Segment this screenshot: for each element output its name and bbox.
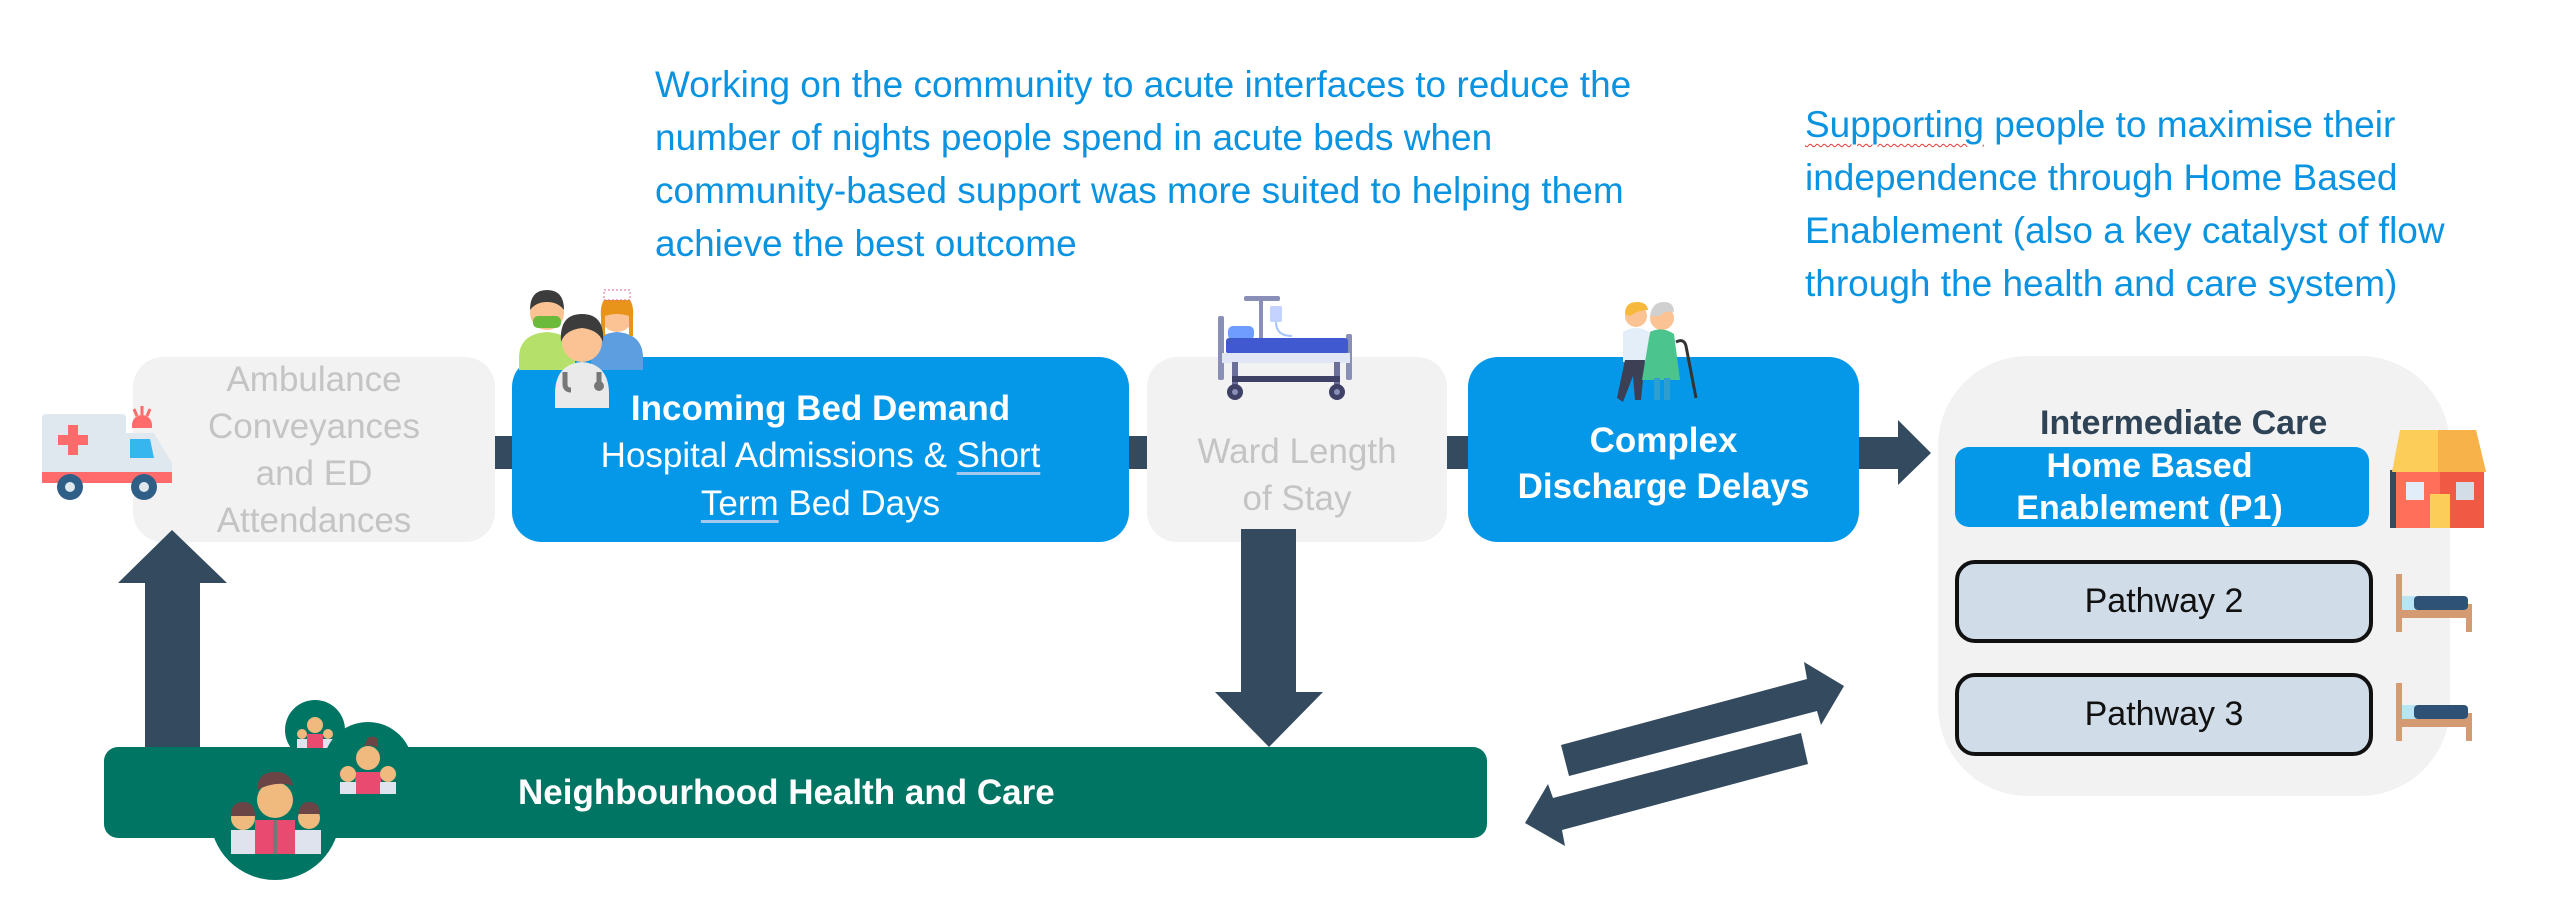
spellcheck-word[interactable]: Supporting bbox=[1805, 104, 1984, 145]
complex-discharge-delays-box[interactable]: Complex Discharge Delays bbox=[1468, 357, 1859, 542]
box-subtitle-line: Hospital Admissions & Short bbox=[601, 432, 1041, 480]
blurb-line: independence through Home Based bbox=[1805, 157, 2398, 198]
incoming-bed-demand-box[interactable]: Incoming Bed Demand Hospital Admissions … bbox=[512, 357, 1129, 542]
box-line: Ambulance bbox=[226, 359, 402, 399]
box-line: Complex bbox=[1589, 420, 1738, 460]
ambulance-conveyances-box[interactable]: Ambulance Conveyances and ED Attendances bbox=[133, 357, 495, 542]
ambulance-icon bbox=[42, 406, 172, 500]
carer-elderly-icon bbox=[1617, 302, 1698, 402]
box-line: Enablement (P1) bbox=[2016, 489, 2283, 527]
box-line: and ED bbox=[255, 453, 373, 493]
home-based-enablement-box[interactable]: Home Based Enablement (P1) bbox=[1955, 447, 2369, 527]
independence-blurb: Supporting people to maximise their inde… bbox=[1805, 98, 2525, 310]
box-line: Ward Length bbox=[1197, 431, 1397, 471]
underlined-text: Short bbox=[956, 435, 1041, 475]
arrow-ward-to-neighbourhood bbox=[1215, 529, 1323, 747]
underlined-text: Term bbox=[700, 483, 779, 523]
box-subtitle-line: Term Bed Days bbox=[701, 480, 940, 528]
box-line: Discharge Delays bbox=[1517, 466, 1810, 506]
neighbourhood-label: Neighbourhood Health and Care bbox=[518, 772, 1055, 812]
acute-interface-blurb: Working on the community to acute interf… bbox=[655, 58, 1755, 270]
box-title: Incoming Bed Demand bbox=[630, 388, 1011, 428]
blurb-line: number of nights people spend in acute b… bbox=[655, 117, 1493, 158]
blurb-line: Working on the community to acute interf… bbox=[655, 64, 1632, 105]
blurb-line: through the health and care system) bbox=[1805, 263, 2398, 304]
box-line: of Stay bbox=[1242, 478, 1352, 518]
community-group-medium bbox=[323, 722, 413, 812]
box-text: Bed Days bbox=[778, 483, 941, 523]
pathway-label: Pathway 2 bbox=[2084, 582, 2244, 620]
house-icon bbox=[2390, 430, 2486, 528]
arrow-to-intermediate-care bbox=[1859, 420, 1931, 485]
blurb-text: people to maximise their bbox=[1983, 104, 2396, 145]
pathway-3-box[interactable]: Pathway 3 bbox=[1955, 673, 2373, 756]
bed-icon bbox=[2396, 683, 2472, 741]
medical-staff-icon bbox=[519, 289, 643, 408]
box-line: Attendances bbox=[216, 500, 412, 540]
connector-ambulance-incoming bbox=[494, 436, 514, 469]
box-line: Conveyances bbox=[207, 406, 421, 446]
arrow-neighbourhood-to-ambulance bbox=[118, 530, 227, 748]
intermediate-care-title: Intermediate Care bbox=[2040, 404, 2328, 442]
pathway-label: Pathway 3 bbox=[2084, 695, 2244, 733]
ward-length-of-stay-box[interactable]: Ward Length of Stay bbox=[1147, 357, 1447, 542]
connector-incoming-ward bbox=[1128, 436, 1148, 469]
blurb-line: Enablement (also a key catalyst of flow bbox=[1805, 210, 2445, 251]
community-group-large bbox=[210, 750, 340, 880]
box-text: Hospital Admissions & bbox=[600, 435, 957, 475]
blurb-line: community-based support was more suited … bbox=[655, 170, 1624, 211]
blurb-line: Supporting people to maximise their bbox=[1805, 98, 2525, 151]
hospital-bed-icon bbox=[1218, 296, 1352, 400]
blurb-line: achieve the best outcome bbox=[655, 223, 1077, 264]
bed-icon bbox=[2396, 574, 2472, 632]
pathway-2-box[interactable]: Pathway 2 bbox=[1955, 560, 2373, 643]
box-line: Home Based bbox=[2046, 447, 2253, 485]
connector-ward-complex bbox=[1446, 436, 1470, 469]
community-group-icon bbox=[210, 700, 413, 880]
